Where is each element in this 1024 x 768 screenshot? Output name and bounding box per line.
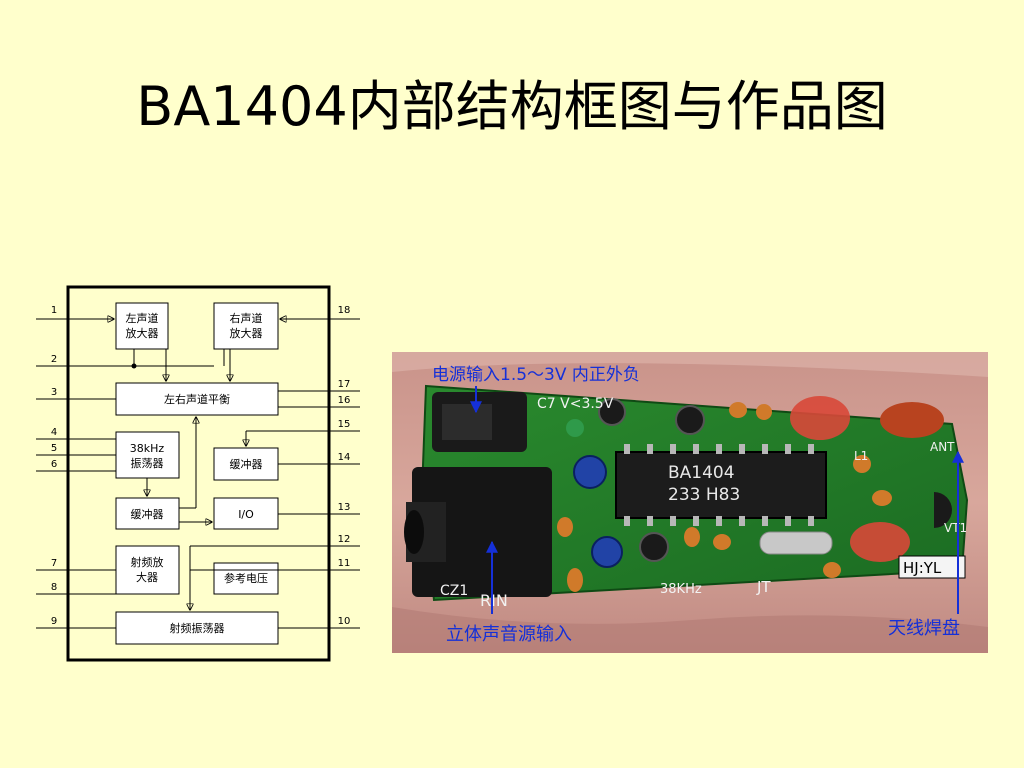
pcb-label-ant: ANT	[930, 440, 955, 454]
pin-12: 12	[338, 534, 351, 545]
pin-6: 6	[51, 459, 57, 470]
junction-dot	[131, 363, 137, 369]
pcb-label-rin: RIN	[480, 591, 508, 610]
buffer-left-label: 缓冲器	[131, 507, 164, 521]
electrolytic-cap-2	[591, 536, 623, 568]
electrolytic-cap-4	[598, 398, 626, 426]
rf-amp-block	[115, 545, 180, 595]
right-amp-label-1: 右声道	[230, 311, 263, 325]
slide-title: BA1404内部结构框图与作品图	[136, 75, 888, 138]
chip-marking-2: 233 H83	[668, 485, 740, 505]
left-amp-block	[115, 302, 169, 350]
buffer-right-block	[213, 447, 279, 481]
left-amp-label-2: 放大器	[126, 326, 159, 340]
pcb-label-38khz: 38KHz	[660, 582, 702, 597]
coil-l1	[790, 396, 850, 440]
right-amp-block	[213, 302, 279, 350]
chip-outline	[66, 285, 331, 662]
osc38-label-2: 振荡器	[131, 456, 164, 470]
pin-14: 14	[338, 452, 351, 463]
vref-block	[213, 562, 279, 595]
annotation-antenna-pad: 天线焊盘	[888, 618, 960, 639]
pin-13: 13	[338, 502, 351, 513]
pin-2: 2	[51, 354, 57, 365]
balance-label: 左右声道平衡	[164, 392, 230, 406]
io-label: I/O	[238, 508, 254, 521]
pin-9: 9	[51, 616, 57, 627]
coil-antenna	[880, 402, 944, 438]
pin-7: 7	[51, 558, 57, 569]
balance-block	[115, 382, 279, 416]
pcb-label-l1: L1	[854, 449, 868, 463]
vref-label: 参考电压	[224, 571, 268, 585]
electrolytic-cap-5	[675, 405, 705, 435]
electrolytic-cap-1	[573, 455, 607, 489]
ba1404-chip	[615, 451, 827, 519]
buffer-left-block	[115, 497, 180, 530]
right-amp-label-2: 放大器	[230, 326, 263, 340]
pcb-label-cz1: CZ1	[440, 583, 468, 599]
pin-18: 18	[338, 305, 351, 316]
rf-amp-label-2: 大器	[136, 570, 158, 584]
coil-osc	[850, 522, 910, 562]
pin-17: 17	[338, 379, 351, 390]
annotation-power: 电源输入1.5～3V 内正外负	[432, 365, 640, 385]
pin-8: 8	[51, 582, 57, 593]
buffer-right-label: 缓冲器	[230, 457, 263, 471]
pcb-label-jt: JT	[756, 578, 771, 596]
osc38-label-1: 38kHz	[130, 442, 165, 455]
pcb-label-hjyl: HJ:YL	[903, 559, 942, 577]
chip-marking-1: BA1404	[668, 463, 735, 483]
crystal	[759, 531, 833, 555]
pin-4: 4	[51, 427, 57, 438]
pin-3: 3	[51, 387, 57, 398]
pin-16: 16	[338, 395, 351, 406]
pin-1: 1	[51, 305, 57, 316]
rf-osc-label: 射频振荡器	[170, 621, 225, 635]
ba1404-block-diagram: 左声道 放大器 右声道 放大器 左右声道平衡 38kHz 振荡器 缓冲器 缓冲器…	[36, 285, 360, 662]
annotation-stereo-input: 立体声音源输入	[446, 624, 572, 645]
pcb-label-cap: C7 V<3.5V	[537, 396, 614, 412]
pin-11: 11	[338, 558, 351, 569]
electrolytic-cap-3	[639, 532, 669, 562]
pin-15: 15	[338, 419, 351, 430]
rf-amp-label-1: 射频放	[131, 555, 164, 569]
pin-5: 5	[51, 443, 57, 454]
pin-10: 10	[338, 616, 351, 627]
stereo-jack	[412, 467, 552, 597]
left-amp-label-1: 左声道	[126, 311, 159, 325]
osc38-block	[115, 431, 180, 479]
transistor-vt1	[934, 492, 952, 528]
pcb-label-vt1: VT1	[944, 521, 967, 535]
pcb-photo: BA1404 233 H83 C7 V<3.5V CZ1 RIN 38KHz J…	[392, 352, 988, 653]
